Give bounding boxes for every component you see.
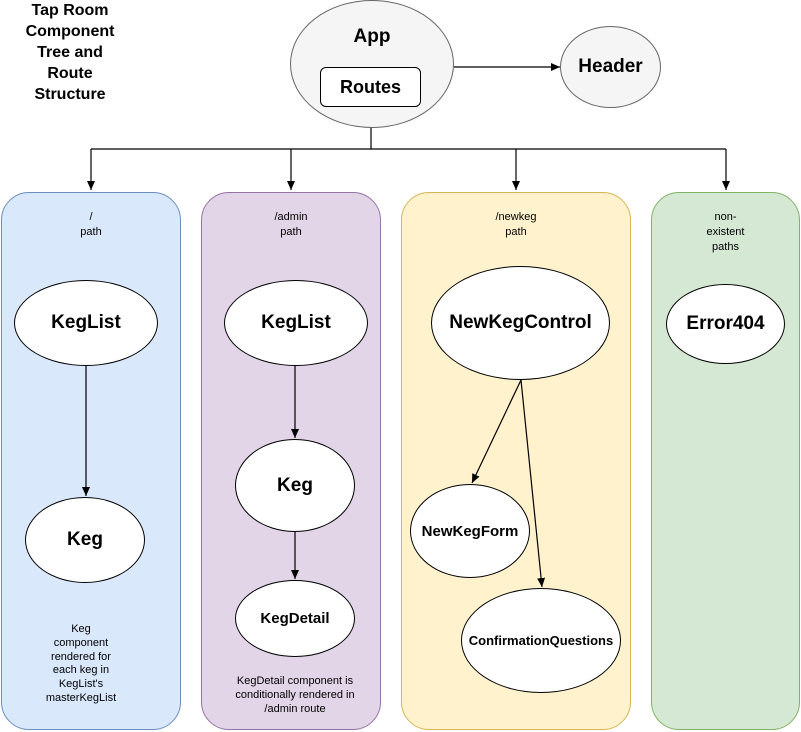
confirmationquestions-node: ConfirmationQuestions: [461, 588, 621, 693]
lane-route-label: /admin path: [274, 211, 308, 238]
lane-note-admin: KegDetail component is conditionally ren…: [235, 675, 355, 715]
app-node: App: [290, 0, 454, 128]
app-label: App: [353, 26, 391, 47]
admin-keglist-node: KegList: [224, 280, 368, 366]
keg-node: Keg: [25, 497, 145, 583]
lane-nonexistent-paths: non- existent paths: [651, 192, 800, 730]
newkegform-node: NewKegForm: [410, 484, 530, 578]
edge-newkegcontrol-confirmation: [520, 379, 546, 588]
lane-route-label: /newkeg path: [495, 211, 537, 238]
lane-note-root: Keg component rendered for each keg in K…: [45, 623, 117, 704]
newkegcontrol-node: NewKegControl: [431, 266, 610, 380]
header-node: Header: [560, 26, 661, 108]
lane-route-label: non- existent paths: [706, 211, 745, 253]
diagram-title: Tap Room Component Tree and Route Struct…: [25, 2, 115, 103]
routes-node: Routes: [320, 67, 421, 107]
admin-keg-node: Keg: [235, 439, 355, 532]
kegdetail-node: KegDetail: [235, 580, 355, 657]
keglist-node: KegList: [14, 280, 158, 366]
error404-node: Error404: [666, 284, 785, 364]
lane-route-label: / path: [80, 211, 102, 238]
edge-newkegcontrol-newkegform: [471, 379, 522, 484]
